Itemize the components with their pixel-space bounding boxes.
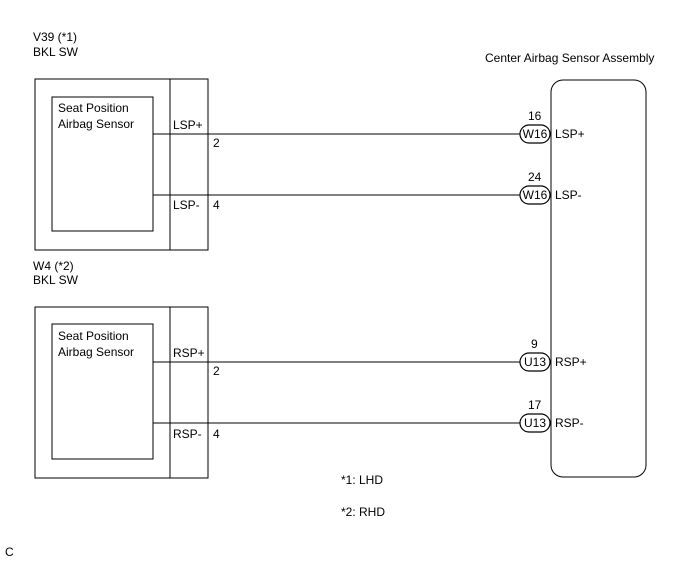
lower-switch-outer-box <box>34 306 209 479</box>
upper-wire1-signal: LSP+ <box>173 118 203 132</box>
lower-sensor-box <box>51 323 154 460</box>
upper-wire2-ecu-terminal: LSP- <box>555 188 582 202</box>
upper-wire2-ecu-pin: 24 <box>528 170 542 184</box>
upper-wire1-ecu-connector <box>519 124 551 144</box>
lower-connector-name: BKL SW <box>33 273 79 287</box>
upper-connector-code: V39 (*1) <box>33 30 77 44</box>
lower-wire2-ecu-pin: 17 <box>528 398 542 412</box>
upper-wire2-signal: LSP- <box>173 198 200 212</box>
corner-label: C <box>5 545 14 559</box>
upper-connector-name: BKL SW <box>33 45 79 59</box>
upper-sensor-box <box>51 96 154 232</box>
upper-wire2-ecu-connector-label: W16 <box>523 188 548 202</box>
upper-wire1-ecu-terminal: LSP+ <box>555 127 585 141</box>
upper-sensor-name-line2: Airbag Sensor <box>58 117 134 131</box>
upper-switch-outer-box <box>34 78 209 251</box>
note-rhd: *2: RHD <box>341 505 385 519</box>
upper-wire1-pin: 2 <box>213 136 220 150</box>
lower-wire1-pin: 2 <box>213 364 220 378</box>
lower-wire2-pin: 4 <box>213 427 220 441</box>
lower-sensor-name-line2: Airbag Sensor <box>58 345 134 359</box>
upper-wire2-ecu-connector <box>519 185 551 205</box>
upper-sensor-name-line1: Seat Position <box>58 101 129 115</box>
note-lhd: *1: LHD <box>341 473 383 487</box>
ecu-box <box>550 79 647 478</box>
lower-wire1-ecu-connector <box>519 352 551 372</box>
ecu-name: Center Airbag Sensor Assembly <box>485 51 654 65</box>
lower-connector-code: W4 (*2) <box>33 259 74 273</box>
lower-wire2-signal: RSP- <box>173 427 202 441</box>
lower-wire2-ecu-terminal: RSP- <box>555 416 584 430</box>
upper-wire1-ecu-connector-label: W16 <box>523 127 548 141</box>
lower-wire2-ecu-connector-label: U13 <box>524 416 546 430</box>
upper-wire2-pin: 4 <box>213 198 220 212</box>
lower-wire1-ecu-connector-label: U13 <box>524 355 546 369</box>
upper-wire1-ecu-pin: 16 <box>528 109 542 123</box>
lower-wire1-ecu-terminal: RSP+ <box>555 355 587 369</box>
lower-sensor-name-line1: Seat Position <box>58 329 129 343</box>
lower-wire1-ecu-pin: 9 <box>531 337 538 351</box>
lower-wire2-ecu-connector <box>519 413 551 433</box>
lower-wire1-signal: RSP+ <box>173 346 205 360</box>
